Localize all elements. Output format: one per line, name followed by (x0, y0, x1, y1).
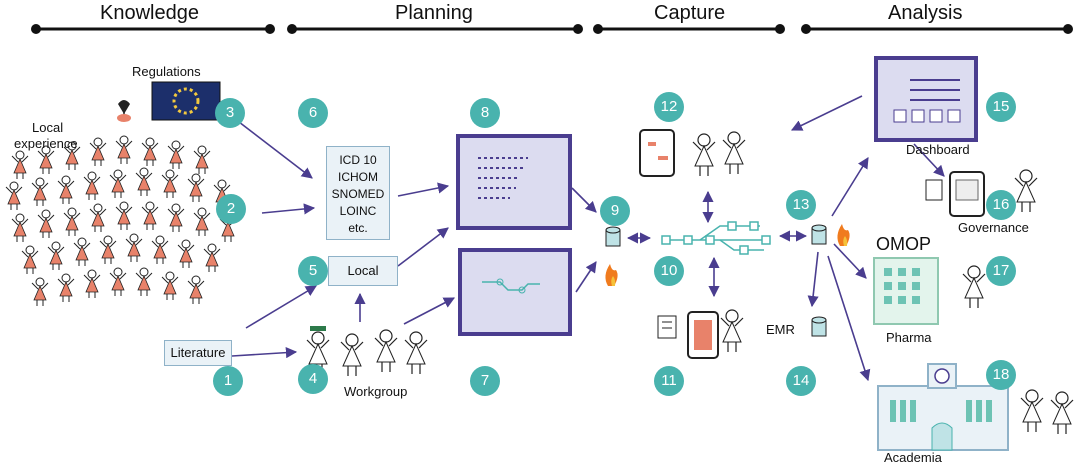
step-badge-16: 16 (986, 190, 1016, 220)
database-icon-capture (605, 226, 621, 247)
dashboard-panel (874, 56, 978, 142)
code-item: etc. (348, 221, 368, 235)
literature-box: Literature (164, 340, 232, 366)
pharma-person (962, 265, 986, 309)
academia-label: Academia (884, 450, 942, 465)
regulations-label: Regulations (132, 64, 201, 79)
emr-label: EMR (766, 322, 795, 337)
step-badge-3: 3 (215, 98, 245, 128)
phase-title-analysis: Analysis (888, 2, 963, 24)
tablet-icon-12 (639, 129, 675, 177)
local-box: Local (328, 256, 398, 286)
code-item: ICHOM (338, 170, 378, 184)
code-item: LOINC (339, 204, 377, 218)
step-badge-15: 15 (986, 92, 1016, 122)
fire-icon (605, 264, 618, 286)
tablet-icon-11 (687, 311, 719, 359)
flow-arrows (225, 95, 945, 382)
standard-codes-box: ICD 10 ICHOM SNOMED LOINC etc. (326, 146, 390, 240)
academia-building-icon (877, 363, 1009, 451)
governance-person (1014, 169, 1038, 213)
step-badge-9: 9 (600, 196, 630, 226)
step-badge-14: 14 (786, 366, 816, 396)
code-item: ICD 10 (339, 153, 377, 167)
fire-icon-analysis (837, 224, 850, 246)
step-badge-8: 8 (470, 98, 500, 128)
step-badge-13: 13 (786, 190, 816, 220)
omop-label: OMOP (876, 234, 932, 254)
phase-title-knowledge: Knowledge (100, 2, 199, 24)
dashboard-label: Dashboard (906, 142, 970, 157)
local-experience-crowd (5, 135, 237, 307)
flow-panel (458, 248, 572, 336)
step-badge-2: 2 (216, 194, 246, 224)
form-panel (456, 134, 572, 230)
clinicians-12 (692, 131, 746, 177)
eu-flag-icon (151, 81, 221, 121)
step-badge-18: 18 (986, 360, 1016, 390)
code-item: SNOMED (331, 187, 385, 201)
phase-timeline-dots (31, 24, 1073, 34)
phase-title-planning: Planning (395, 2, 473, 24)
phase-title-capture: Capture (654, 2, 726, 24)
database-icon-emr (811, 316, 827, 337)
local-experience-label-2: experience (14, 136, 78, 151)
data-graph (661, 221, 771, 255)
step-badge-12: 12 (654, 92, 684, 122)
pharma-label: Pharma (886, 330, 932, 345)
step-badge-1: 1 (213, 366, 243, 396)
step-badge-10: 10 (654, 256, 684, 286)
pharma-building-icon (873, 257, 939, 325)
step-badge-17: 17 (986, 256, 1016, 286)
clinician-11 (720, 309, 744, 353)
governance-tablet-icon (925, 171, 985, 217)
document-icon-11 (657, 315, 677, 339)
step-badge-5: 5 (298, 256, 328, 286)
database-icon-analysis (811, 224, 827, 245)
workgroup-people (306, 326, 428, 377)
academia-people (1020, 389, 1074, 435)
justice-figure-icon (117, 100, 131, 122)
local-experience-label-1: Local (32, 120, 64, 135)
step-badge-11: 11 (654, 366, 684, 396)
step-badge-7: 7 (470, 366, 500, 396)
step-badge-4: 4 (298, 364, 328, 394)
governance-label: Governance (958, 220, 1029, 235)
step-badge-6: 6 (298, 98, 328, 128)
workgroup-label: Workgroup (344, 384, 408, 399)
